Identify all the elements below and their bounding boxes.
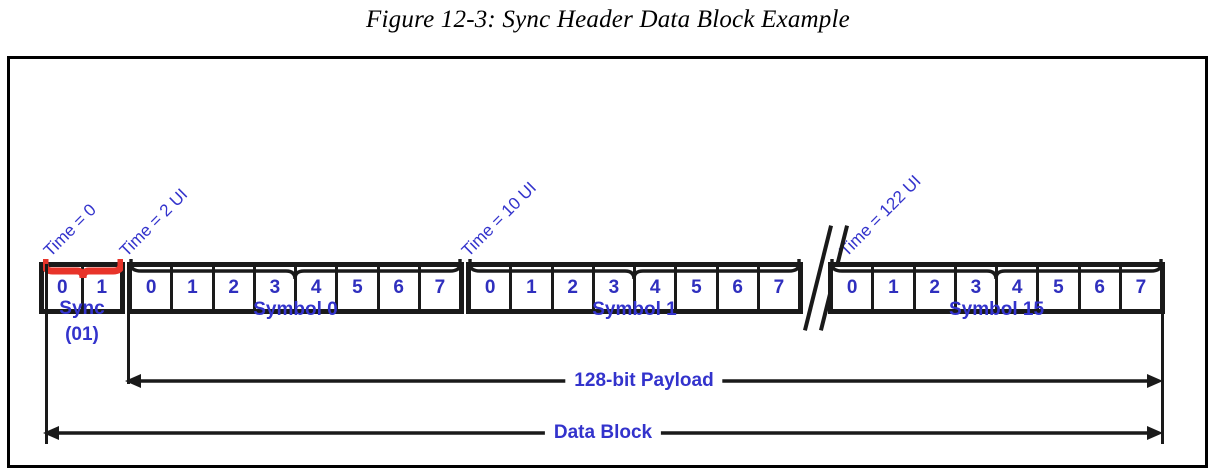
bit-cell: 3 (594, 267, 636, 309)
bit-cell: 7 (420, 267, 459, 309)
bit-cell: 5 (677, 267, 719, 309)
payload-dimension-label: 128-bit Payload (565, 370, 723, 392)
guide-line-payload-start (127, 264, 130, 384)
bit-cell: 1 (874, 267, 916, 309)
symbol-1-brace (468, 259, 801, 281)
symbol-0-brace (129, 259, 462, 281)
bit-cell: 3 (255, 267, 297, 309)
bit-cell: 6 (1080, 267, 1122, 309)
bit-cell: 6 (718, 267, 760, 309)
sync-label-line1: Sync (59, 298, 105, 319)
bit-cell: 6 (379, 267, 421, 309)
bit-cell: 4 (297, 267, 339, 309)
symbol-0-label: Symbol 0 (253, 299, 338, 320)
bit-cell: 4 (636, 267, 678, 309)
bit-cell: 2 (214, 267, 256, 309)
bit-cell: 5 (1039, 267, 1081, 309)
bit-cell: 4 (998, 267, 1040, 309)
bit-cell: 0 (132, 267, 174, 309)
diagram-frame: Time = 0 Time = 2 UI Time = 10 UI Time =… (7, 56, 1208, 468)
bit-cell: 3 (956, 267, 998, 309)
sync-label-line2: (01) (65, 324, 99, 345)
symbol-1-label: Symbol 1 (592, 299, 677, 320)
bit-cell: 1 (173, 267, 215, 309)
symbol-15-brace (830, 259, 1163, 281)
bit-cell: 2 (553, 267, 595, 309)
sync-group-label: Sync (01) (39, 296, 125, 348)
bit-cell: 7 (759, 267, 798, 309)
bit-cell: 0 (471, 267, 513, 309)
guide-line-data-block-start (45, 264, 48, 444)
figure-caption: Figure 12-3: Sync Header Data Block Exam… (366, 6, 850, 33)
bit-cell: 2 (915, 267, 957, 309)
bit-cell: 5 (338, 267, 380, 309)
symbol-15-label: Symbol 15 (948, 299, 1045, 320)
time-label-122ui: Time = 122 UI (835, 171, 925, 261)
sync-brace (43, 258, 123, 280)
data-block-dimension-label: Data Block (544, 422, 662, 444)
bit-cell: 0 (833, 267, 875, 309)
guide-line-right-end (1161, 264, 1164, 444)
bit-cell: 1 (512, 267, 554, 309)
time-label-0: Time = 0 (39, 200, 100, 261)
bit-cell: 7 (1121, 267, 1160, 309)
time-label-2ui: Time = 2 UI (115, 184, 192, 261)
time-label-10ui: Time = 10 UI (457, 178, 540, 261)
